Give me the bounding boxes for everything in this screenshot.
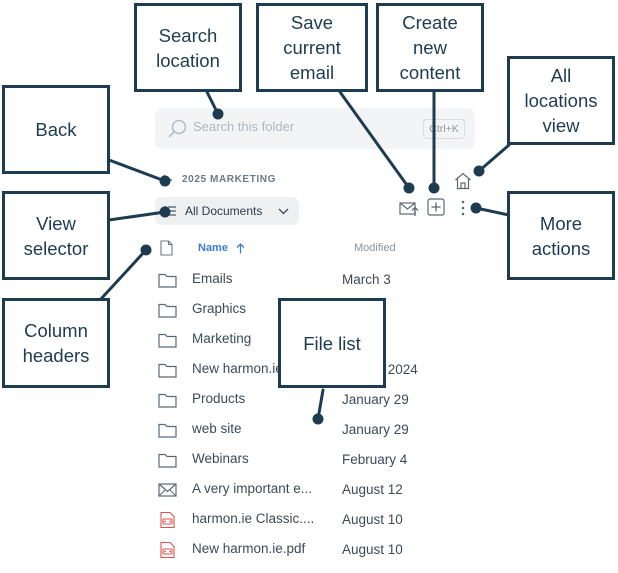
file-modified-date: February 4 [342, 452, 408, 467]
file-row[interactable]: web site January 29 [155, 415, 485, 445]
callout-back: Back [2, 85, 110, 174]
callout-save-email: Save current email [256, 3, 368, 92]
file-modified-date: August 10 [342, 542, 403, 557]
file-row[interactable]: A very important e... August 12 [155, 475, 485, 505]
file-modified-date: January 29 [342, 392, 409, 407]
file-row[interactable]: Webinars February 4 [155, 445, 485, 475]
shortcut-badge: Ctrl+K [423, 119, 465, 139]
callout-create-content: Create new content [376, 3, 484, 92]
pdf-icon [160, 512, 175, 528]
file-modified-date: March 3 [342, 272, 391, 287]
file-name: Emails [192, 271, 233, 286]
file-modified-date: August 10 [342, 512, 403, 527]
callout-all-locations: All locations view [507, 56, 615, 145]
file-name: Marketing [192, 331, 252, 346]
file-name: Webinars [192, 451, 249, 466]
file-modified-date: August 12 [342, 482, 403, 497]
file-modified-date: January 29 [342, 422, 409, 437]
callout-search-location: Search location [134, 3, 242, 92]
pdf-icon [160, 542, 175, 558]
file-row[interactable]: harmon.ie Classic.... August 10 [155, 505, 485, 535]
column-header-name[interactable]: Name [198, 242, 228, 254]
document-icon [160, 240, 173, 256]
more-vertical-icon[interactable] [457, 199, 469, 217]
folder-icon [158, 453, 177, 468]
file-row[interactable]: Emails March 3 [155, 265, 485, 295]
email-icon [158, 483, 177, 497]
back-arrow-icon[interactable] [158, 172, 174, 188]
save-email-icon[interactable] [399, 198, 419, 218]
home-icon[interactable] [453, 171, 473, 191]
list-icon [164, 206, 176, 216]
file-name: Graphics [192, 301, 247, 316]
add-icon[interactable] [426, 197, 446, 217]
file-name: web site [192, 421, 242, 436]
folder-icon [158, 393, 177, 408]
callout-column-headers: Column headers [2, 298, 110, 388]
folder-icon [158, 303, 177, 318]
callout-view-selector: View selector [2, 191, 110, 280]
folder-icon [158, 423, 177, 438]
callout-more-actions: More actions [507, 191, 615, 280]
file-row[interactable]: New harmon.ie.pdf August 10 [155, 535, 485, 565]
callout-file-list: File list [278, 298, 386, 388]
file-row[interactable]: Products January 29 [155, 385, 485, 415]
search-input[interactable]: Search this folder [193, 119, 295, 134]
chevron-down-icon [278, 208, 289, 215]
folder-icon [158, 333, 177, 348]
sort-ascending-icon[interactable] [236, 243, 245, 254]
file-name: Products [192, 391, 246, 406]
file-name: New harmon.ie.pdf [192, 541, 306, 556]
file-name: harmon.ie Classic.... [192, 511, 315, 526]
view-selector[interactable] [155, 197, 299, 225]
file-name: A very important e... [192, 481, 313, 496]
search-icon [168, 119, 187, 138]
column-header-modified[interactable]: Modified [354, 242, 396, 254]
folder-icon [158, 273, 177, 288]
file-name: New harmon.ie [192, 361, 283, 376]
view-selector-label: All Documents [185, 204, 263, 218]
folder-icon [158, 363, 177, 378]
breadcrumb[interactable]: 2025 MARKETING [182, 174, 276, 185]
